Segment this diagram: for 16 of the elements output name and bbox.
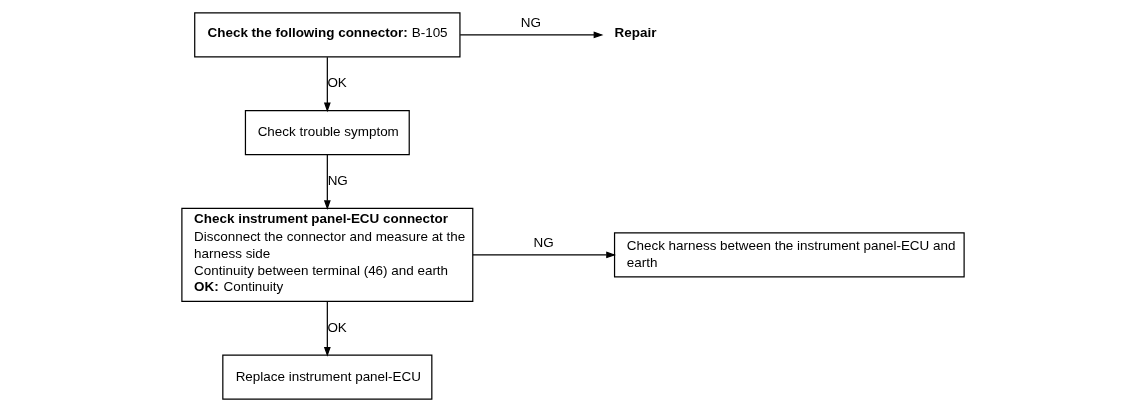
edge-label: NG bbox=[327, 172, 348, 188]
node-box: Check the following connector: B-105 bbox=[194, 12, 461, 58]
node-box: Check instrument panel-ECU connector Disconnect the connector and measure at the harness side Continuity between terminal (46) and earth OK: Continuity bbox=[181, 207, 474, 302]
arrow bbox=[323, 300, 331, 357]
node-box: Replace instrument panel-ECU bbox=[222, 354, 433, 400]
edge-label: NG bbox=[520, 15, 541, 31]
node-box: Check harness between the instrument panel-ECU and earth bbox=[613, 232, 965, 278]
arrow bbox=[459, 31, 604, 39]
edge-label: OK bbox=[327, 75, 347, 91]
arrow bbox=[323, 56, 331, 113]
arrow bbox=[323, 154, 331, 211]
edge-label: NG bbox=[533, 235, 554, 251]
edge-label: OK bbox=[327, 319, 347, 335]
arrow bbox=[472, 251, 616, 259]
node-text: Repair bbox=[614, 25, 657, 41]
node-box: Check trouble symptom bbox=[244, 110, 410, 156]
